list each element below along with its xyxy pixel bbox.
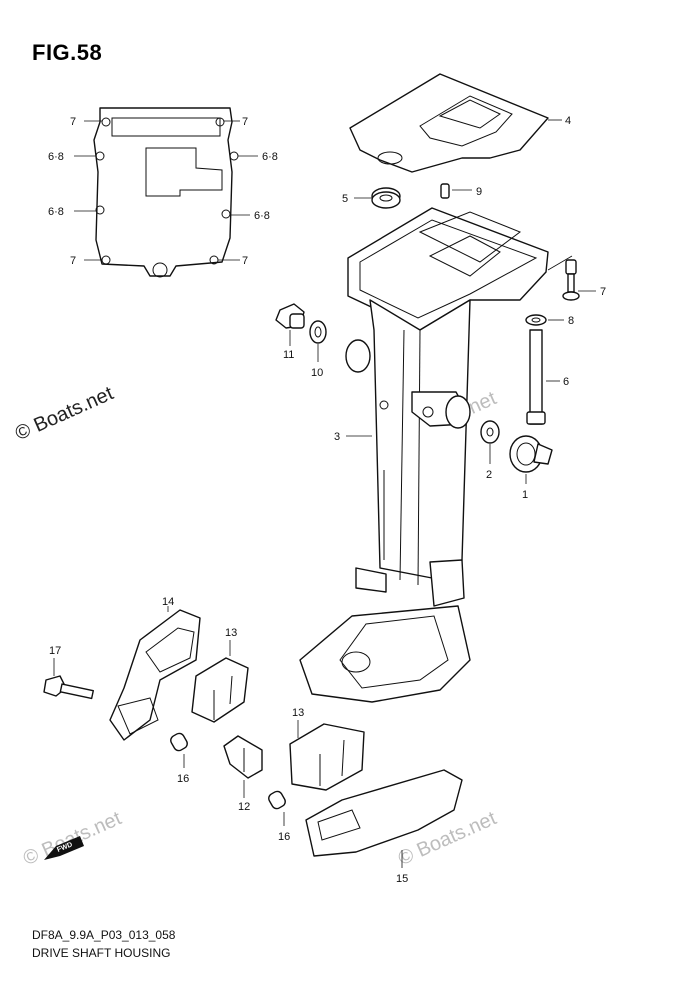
callout-part-14: 14 [162,596,174,608]
part-8-washer [525,314,564,326]
part-13-mount-a [191,640,249,723]
leader-part-7-housing [547,255,573,271]
part-13-mount-b [289,720,365,791]
callout-part-10: 10 [311,367,323,379]
part-14-bracket [109,606,201,741]
callout-part-5: 5 [342,193,348,205]
forward-arrow-icon: FWD [44,836,84,860]
part-5-seal [354,187,401,209]
callout-part-1: 1 [522,489,528,501]
callout-part-3: 3 [334,431,340,443]
callout-part-4: 4 [565,115,571,127]
part-15-lower-bracket [305,769,463,868]
figure-caption: DRIVE SHAFT HOUSING [32,946,171,960]
part-17-bolt [43,658,95,700]
callout-part-7: 7 [600,286,606,298]
callout-gasket-68-a: 6·8 [48,151,64,163]
callout-gasket-7-b: 7 [242,116,248,128]
callout-part-17: 17 [49,645,61,657]
part-3-drive-shaft-housing [299,207,549,703]
callout-gasket-68-c: 6·8 [48,206,64,218]
callout-gasket-68-b: 6·8 [262,151,278,163]
part-16-pin-a [170,732,188,768]
figure-title: FIG.58 [32,40,103,65]
part-10-washer [309,320,327,362]
callout-part-11: 11 [283,349,294,361]
gasket-top-view [74,107,258,278]
part-2-washer [480,420,500,464]
part-6-long-bolt [526,329,560,425]
callout-part-9: 9 [476,186,482,198]
part-7-bolt [562,259,596,301]
part-16-pin-b [268,790,286,826]
part-11-bolt [275,303,305,346]
callout-part-16-b: 16 [278,831,290,843]
callout-gasket-68-d: 6·8 [254,210,270,222]
callout-part-12: 12 [238,801,250,813]
callout-part-8: 8 [568,315,574,327]
callout-part-15: 15 [396,873,408,885]
part-9-pin [440,183,472,199]
part-1-plug [509,435,553,484]
callout-gasket-7-a: 7 [70,116,76,128]
callout-gasket-7-c: 7 [70,255,76,267]
callout-part-2: 2 [486,469,492,481]
callout-part-13-a: 13 [225,627,237,639]
part-12-pad [223,735,263,798]
callout-gasket-7-d: 7 [242,255,248,267]
callout-part-6: 6 [563,376,569,388]
callout-part-13-b: 13 [292,707,304,719]
part-4-gasket [349,73,562,173]
figure-code: DF8A_9.9A_P03_013_058 [32,928,176,942]
callout-part-16-a: 16 [177,773,189,785]
